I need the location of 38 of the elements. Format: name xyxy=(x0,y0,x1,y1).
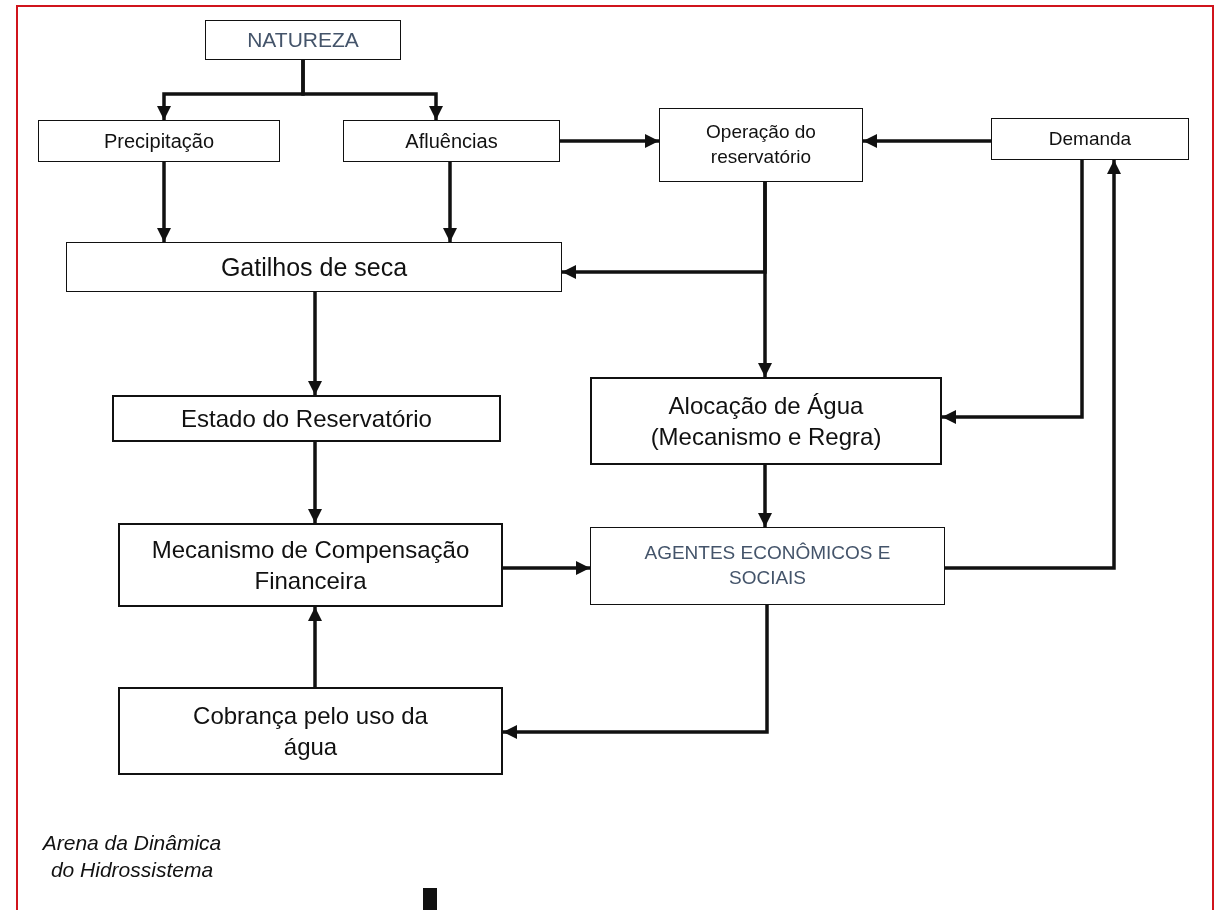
process-box xyxy=(66,242,562,292)
node-label: Alocação de Água (Mecanismo e Regra) xyxy=(649,390,883,452)
process-box xyxy=(38,120,280,162)
arrow xyxy=(308,442,322,523)
process-box xyxy=(590,527,945,605)
arrow xyxy=(942,160,1084,424)
process-box xyxy=(991,118,1189,160)
process-box xyxy=(343,120,560,162)
arrow xyxy=(443,162,457,242)
process-box xyxy=(118,687,503,775)
arrow xyxy=(503,561,590,575)
node-label: Estado do Reservatório xyxy=(180,403,433,434)
arrow xyxy=(503,605,769,739)
arrow xyxy=(758,182,772,377)
node-label: Operação do reservatório xyxy=(705,120,817,169)
node-label: Afluências xyxy=(404,129,499,154)
arrow xyxy=(945,160,1121,570)
node-label: Gatilhos de seca xyxy=(219,251,409,283)
process-box xyxy=(205,20,401,60)
arrow xyxy=(157,162,171,242)
arena-frame xyxy=(16,5,1214,910)
process-box xyxy=(112,395,501,442)
frame-caption: Arena da Dinâmica do Hidrossistema xyxy=(41,830,223,883)
node-label: Demanda xyxy=(1047,126,1133,151)
arrow xyxy=(560,134,659,148)
process-box xyxy=(118,523,503,607)
node-label: NATUREZA xyxy=(246,27,360,54)
arrow xyxy=(863,134,991,148)
arrow xyxy=(308,607,322,687)
arrow xyxy=(301,60,443,120)
node-label: Cobrança pelo uso da água xyxy=(192,700,429,762)
arrow xyxy=(308,292,322,395)
node-label: Mecanismo de Compensação Financeira xyxy=(150,534,471,596)
node-label: AGENTES ECONÔMICOS E SOCIAIS xyxy=(643,541,892,590)
arrow xyxy=(758,465,772,527)
process-box xyxy=(659,108,863,182)
node-label: Precipitação xyxy=(102,129,216,154)
process-box xyxy=(590,377,942,465)
